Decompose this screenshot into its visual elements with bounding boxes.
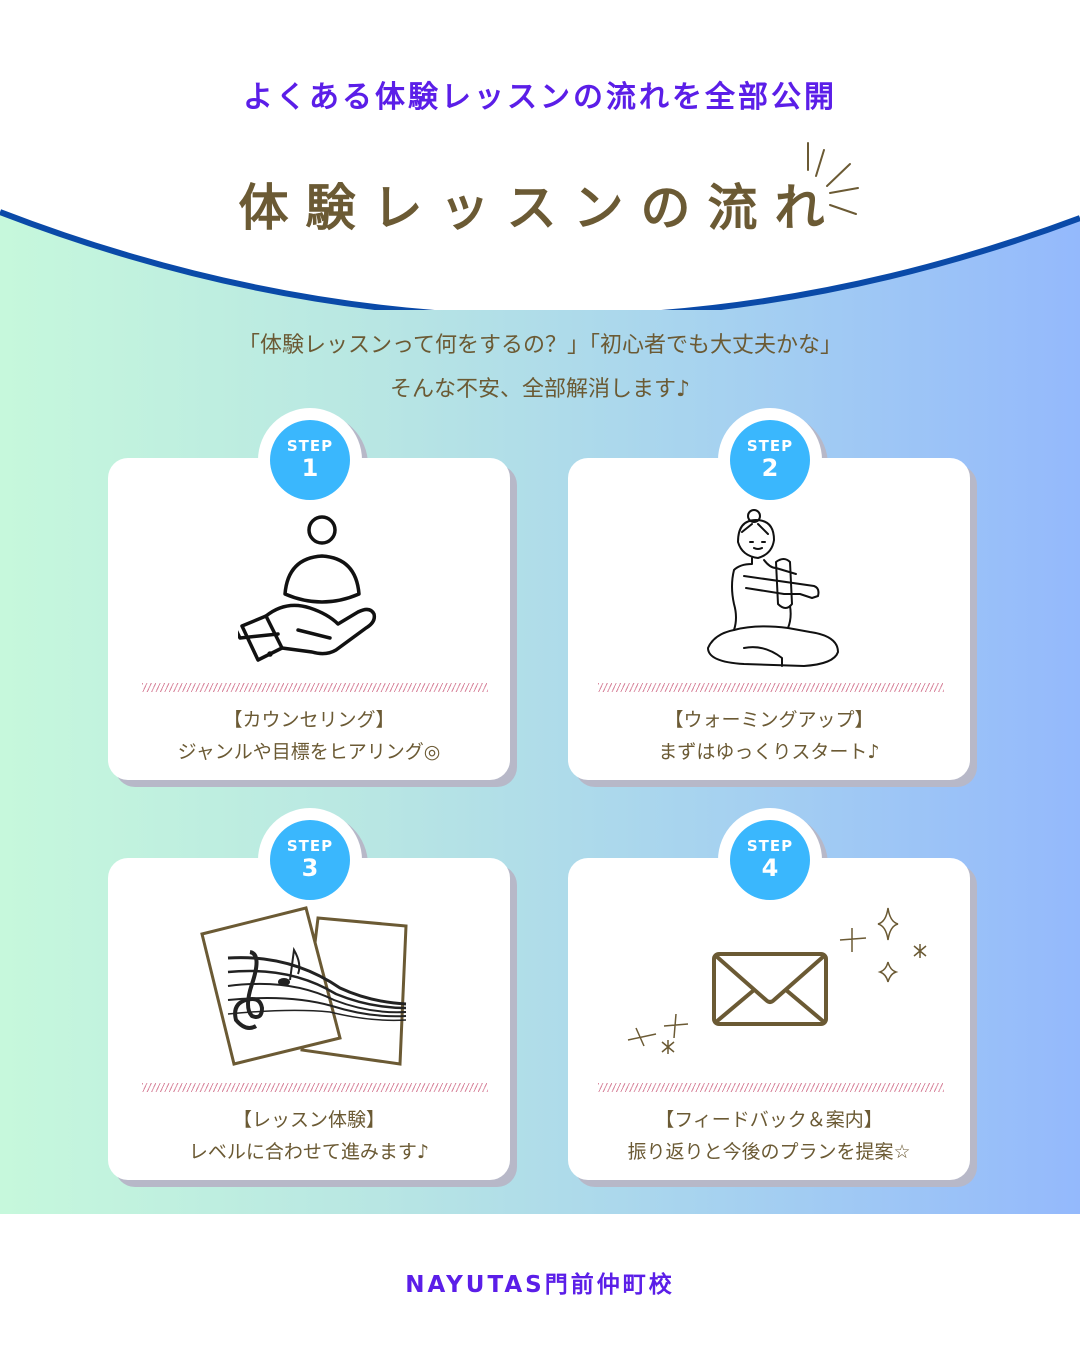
decorative-divider — [598, 1083, 944, 1092]
step-badge: STEP 1 — [270, 420, 350, 500]
hand-holding-person-icon — [238, 515, 377, 662]
decorative-divider — [142, 683, 488, 692]
step-description: ジャンルや目標をヒアリング◎ — [177, 741, 441, 763]
step-title: 【ウォーミングアップ】 — [664, 709, 874, 731]
step-title: 【レッスン体験】 — [232, 1109, 385, 1131]
step-label: STEP — [746, 437, 794, 455]
card-panel: 【ウォーミングアップ】 まずはゆっくりスタート♪ — [568, 458, 970, 780]
step-description: レベルに合わせて進みます♪ — [188, 1141, 430, 1163]
sheet-music-icon — [200, 906, 408, 1066]
page-subtitle: よくある体験レッスンの流れを全部公開 — [243, 80, 837, 115]
decorative-divider — [142, 1083, 488, 1092]
intro-line-2: そんな不安、全部解消します♪ — [389, 377, 691, 402]
card-panel: 【カウンセリング】 ジャンルや目標をヒアリング◎ — [108, 458, 510, 780]
intro-line-1: 「体験レッスンって何をするの？」「初心者でも大丈夫かな」 — [238, 333, 842, 358]
step-label: STEP — [286, 437, 334, 455]
step-title: 【カウンセリング】 — [223, 709, 395, 731]
step-badge: STEP 3 — [270, 820, 350, 900]
envelope-sparkle-icon — [627, 907, 927, 1054]
step-badge: STEP 2 — [730, 420, 810, 500]
page-title: 体験レッスンの流れ — [238, 179, 842, 237]
step-number: 3 — [301, 854, 319, 882]
stretching-woman-icon — [707, 509, 839, 667]
step-number: 1 — [301, 454, 319, 482]
step-number: 4 — [761, 854, 779, 882]
wave-divider — [0, 190, 1080, 310]
decorative-divider — [598, 683, 944, 692]
card-panel: 【フィードバック＆案内】 振り返りと今後のプランを提案☆ — [568, 858, 970, 1180]
card-panel: 【レッスン体験】 レベルに合わせて進みます♪ — [108, 858, 510, 1180]
step-badge: STEP 4 — [730, 820, 810, 900]
step-description: 振り返りと今後のプランを提案☆ — [627, 1141, 911, 1163]
emphasis-lines-icon — [807, 142, 859, 215]
step-number: 2 — [761, 454, 779, 482]
step-title: 【フィードバック＆案内】 — [655, 1109, 883, 1131]
step-label: STEP — [746, 837, 794, 855]
intro-text: 「体験レッスンって何をするの？」「初心者でも大丈夫かな」 そんな不安、全部解消し… — [0, 324, 1080, 412]
step-description: まずはゆっくりスタート♪ — [658, 741, 880, 763]
step-label: STEP — [286, 837, 334, 855]
footer-school-name: NAYUTAS門前仲町校 — [405, 1272, 675, 1298]
